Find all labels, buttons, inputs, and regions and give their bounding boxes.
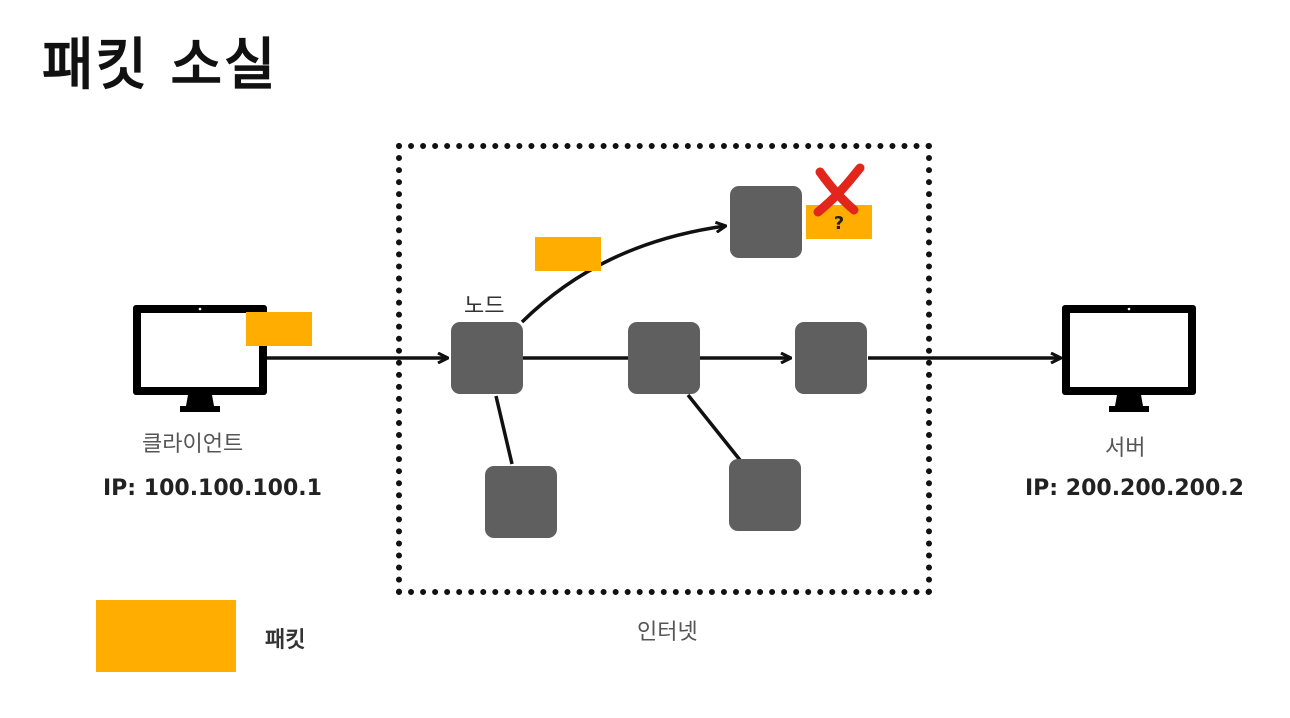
node-label: 노드 (464, 294, 505, 319)
server-label: 서버 (1105, 436, 1146, 461)
page-title: 패킷 소실 (42, 33, 278, 98)
server-ip: IP: 200.200.200.2 (1025, 476, 1244, 501)
node-bottom-left (485, 466, 557, 538)
node-top (730, 186, 802, 258)
monitor-icon (1062, 305, 1196, 412)
red-x-icon (813, 163, 865, 217)
line-node2-to-bottom-right (686, 393, 742, 462)
legend-label: 패킷 (265, 628, 306, 653)
node-middle (628, 322, 700, 394)
client-ip: IP: 100.100.100.1 (103, 476, 322, 501)
lost-packet-mark: ? (833, 213, 845, 234)
packet-in-transit (535, 237, 601, 271)
internet-label: 인터넷 (637, 620, 698, 645)
legend-packet-swatch (96, 600, 236, 672)
node-exit (795, 322, 867, 394)
packet-at-client (246, 312, 312, 346)
internet-boundary (396, 143, 932, 595)
monitor-icon (133, 305, 267, 412)
line-node1-to-bottom-left (494, 395, 514, 465)
arrow-node1-to-top-node (520, 226, 725, 324)
client-label: 클라이언트 (142, 432, 244, 457)
node-bottom-right (729, 459, 801, 531)
node-entry (451, 322, 523, 394)
